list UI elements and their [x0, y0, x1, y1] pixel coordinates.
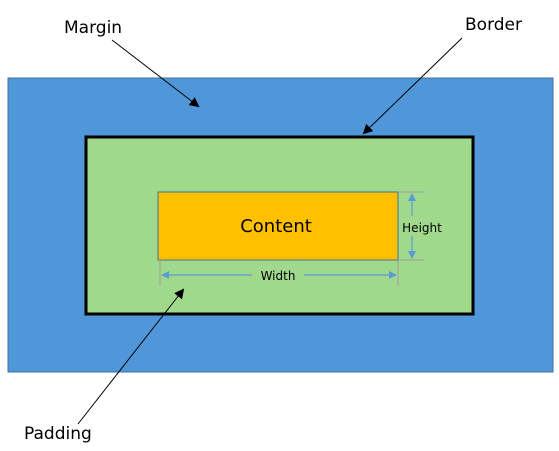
border-label: Border: [465, 15, 522, 35]
height-label: Height: [402, 221, 442, 235]
margin-pointer-arrow: [111, 39, 200, 108]
padding-pointer-arrow: [77, 288, 185, 425]
content-label: Content: [240, 216, 312, 237]
content-area: [157, 191, 399, 261]
padding-label: Padding: [24, 424, 92, 444]
border-pointer-arrow: [362, 37, 463, 135]
width-label: Width: [261, 269, 296, 283]
margin-label: Margin: [64, 18, 122, 38]
